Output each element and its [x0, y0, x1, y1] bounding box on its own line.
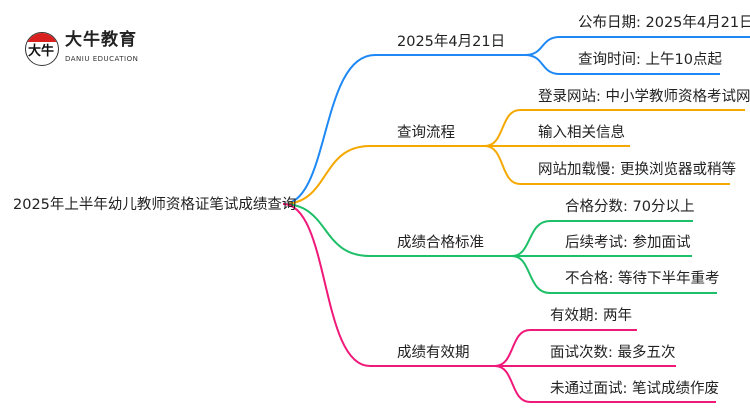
- leaf-label: 公布日期: 2025年4月21日: [578, 15, 750, 31]
- branch-line-4: [282, 203, 495, 367]
- leaf-line-1-1: [524, 36, 750, 56]
- leaf-line-2-1: [484, 109, 745, 147]
- leaf-label: 面试次数: 最多五次: [550, 345, 676, 361]
- leaf-label: 不合格: 等待下半年重考: [565, 271, 720, 287]
- logo-subtitle: DANIU EDUCATION: [65, 55, 139, 63]
- leaf-label: 未通过面试: 笔试成绩作废: [550, 381, 719, 397]
- leaf-line-1-2: [524, 54, 720, 75]
- leaf-label: 输入相关信息: [538, 125, 625, 141]
- logo: 大牛 大牛教育 DANIU EDUCATION: [22, 28, 172, 72]
- logo-name: 大牛教育: [65, 30, 137, 50]
- branch-label: 成绩合格标准: [397, 235, 484, 251]
- branch-line-3: [282, 203, 512, 257]
- leaf-label: 查询时间: 上午10点起: [578, 52, 722, 68]
- logo-mark-icon: 大牛: [25, 32, 59, 66]
- leaf-line-2-3: [484, 145, 730, 185]
- leaf-label: 合格分数: 70分以上: [565, 199, 695, 215]
- branch-line-1: [282, 54, 525, 205]
- leaf-label: 有效期: 两年: [550, 308, 632, 324]
- branch-line-2: [282, 145, 485, 205]
- leaf-line-3-1: [511, 220, 693, 257]
- branch-label: 查询流程: [397, 125, 455, 141]
- leaf-label: 登录网站: 中小学教师资格考试网: [538, 89, 750, 105]
- leaf-label: 后续考试: 参加面试: [565, 235, 691, 251]
- leaf-line-3-3: [511, 255, 717, 294]
- root-topic: 2025年上半年幼儿教师资格证笔试成绩查询: [13, 197, 297, 213]
- leaf-label: 网站加载慢: 更换浏览器或稍等: [538, 162, 736, 178]
- leaf-line-4-1: [494, 329, 637, 367]
- branch-label: 2025年4月21日: [397, 34, 506, 50]
- branch-label: 成绩有效期: [397, 345, 470, 361]
- leaf-line-4-3: [494, 365, 716, 403]
